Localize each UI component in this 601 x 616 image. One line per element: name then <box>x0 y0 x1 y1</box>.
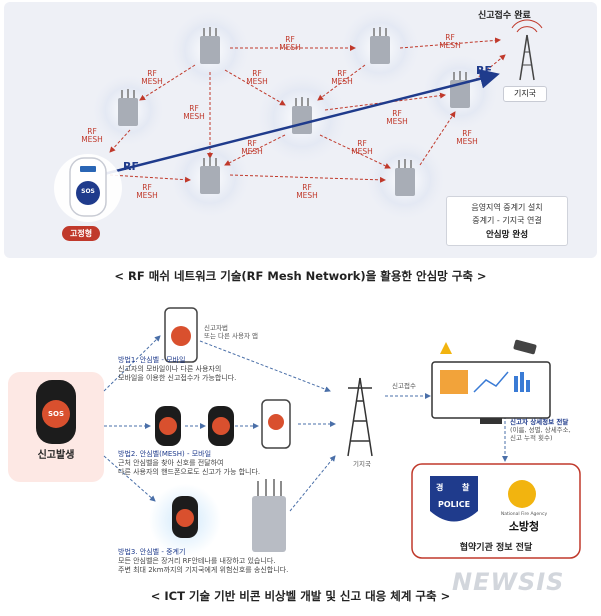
repeater-halos <box>90 6 500 222</box>
method-3-line-2: 주변 최대 2km까지의 기지국에게 위험신호를 송신합니다. <box>118 566 289 574</box>
mesh-label: RF MESH <box>351 139 373 156</box>
method-3-title: 방법3. 안심벨 - 중계기 <box>118 548 186 556</box>
base-station-tower-icon-2 <box>347 377 373 457</box>
method-1: 방법1. 안심벨 - 모바일 신고자의 모바일이나 다른 사용자의 모바일을 이… <box>118 356 308 383</box>
detail-line-2: 신고 누적 횟수) <box>510 434 553 442</box>
repeater-2 <box>118 89 138 126</box>
sos-label-top: SOS <box>81 188 95 195</box>
fire-label: 소방청 <box>508 520 540 533</box>
agency-info-label: 협약기관 정보 전달 <box>459 543 533 553</box>
cctv-icon <box>513 339 537 355</box>
method-1-line-1: 신고자의 모바일이나 다른 사용자의 <box>118 365 222 373</box>
detail-info: 신고자 상세정보 전달 (이름, 성별, 상세주소, 신고 누적 횟수) <box>510 418 598 442</box>
repeater-large <box>252 496 286 552</box>
repeater-6 <box>200 157 220 194</box>
mesh-label: RF MESH <box>141 69 163 86</box>
fire-emblem-icon <box>508 480 536 508</box>
police-char-2: 찰 <box>462 483 470 492</box>
method-3-line-1: 모든 안심벨은 장거리 RF안테나를 내장하고 있습니다. <box>118 557 276 565</box>
mesh-label: RF MESH <box>241 139 263 156</box>
report-occur-label: 신고발생 <box>37 450 75 461</box>
method-3: 방법3. 안심벨 - 중계기 모든 안심벨은 장거리 RF안테나를 내장하고 있… <box>118 548 358 575</box>
watermark: NEWSIS <box>452 568 565 596</box>
mesh-label: RF MESH <box>439 33 461 50</box>
mesh-label: RF MESH <box>81 127 103 144</box>
method-2: 방법2. 안심벨(MESH) - 모바일 근처 안심벨을 찾아 신호를 전달하여… <box>118 450 328 477</box>
base-station-tower-icon <box>511 19 543 81</box>
repeater-5 <box>450 71 470 108</box>
police-char-1: 경 <box>436 483 444 492</box>
detail-line-1: (이름, 성별, 상세주소, <box>510 426 571 434</box>
sos-device-fixed <box>54 154 122 222</box>
rf-arrow <box>99 68 500 177</box>
method-1-title: 방법1. 안심벨 - 모바일 <box>118 356 186 364</box>
caption-top: < RF 매쉬 네트워크 기술(RF Mesh Network)을 활용한 안심… <box>114 269 487 283</box>
mesh-label: RF MESH <box>331 69 353 86</box>
app-label: 신고자법 또는 다른 사용자 앱 <box>204 324 258 340</box>
repeater-1 <box>200 27 220 64</box>
method-2-title: 방법2. 안심벨(MESH) - 모바일 <box>118 450 212 458</box>
mesh-label: RF MESH <box>386 109 408 126</box>
repeater-4 <box>370 27 390 64</box>
app-label-2: 또는 다른 사용자 앱 <box>204 332 259 340</box>
info-line-2: 중계기 - 기지국 연결 <box>472 216 542 225</box>
base-station-label-2: 기지국 <box>353 460 371 468</box>
report-done-label: 신고접수 완료 <box>478 11 531 21</box>
app-label-1: 신고자법 <box>204 324 228 332</box>
fire-en-label: National Fire Agency <box>500 512 548 517</box>
rf-label-right: RF <box>476 64 492 77</box>
police-label: POLICE <box>437 500 471 509</box>
sos-label-large: SOS <box>47 410 65 418</box>
flow-arrows <box>103 335 508 512</box>
repeaters <box>118 27 470 196</box>
fixed-type-badge: 고정형 <box>62 226 101 241</box>
warning-icon <box>440 342 452 354</box>
base-station-label: 기지국 <box>503 86 547 102</box>
mesh-network-diagram <box>54 6 543 222</box>
response-system-diagram <box>8 307 581 559</box>
detail-title: 신고자 상세정보 전달 <box>510 418 569 426</box>
mesh-label: RF MESH <box>279 35 301 52</box>
mesh-label: RF MESH <box>183 104 205 121</box>
mesh-label: RF MESH <box>456 129 478 146</box>
mesh-label: RF MESH <box>296 183 318 200</box>
rf-label-left: RF <box>123 160 139 173</box>
mesh-label: RF MESH <box>136 183 158 200</box>
info-box: 음영지역 중계기 설치 중계기 - 기지국 연결 안심망 완성 <box>446 196 568 246</box>
caption-bottom: < ICT 기술 기반 비콘 비상벨 개발 및 신고 대응 체계 구축 > <box>150 589 451 603</box>
method-1-line-2: 모바일을 이용한 신고접수가 가능합니다. <box>118 374 237 382</box>
repeater-3 <box>292 97 312 134</box>
report-receive-label: 신고접수 <box>392 382 416 390</box>
info-line-1: 음영지역 중계기 설치 <box>471 203 543 212</box>
police-emblem-icon <box>430 476 478 522</box>
mesh-label: RF MESH <box>246 69 268 86</box>
method-2-line-1: 근처 안심벨을 찾아 신호를 전달하여 <box>118 459 224 467</box>
info-line-3: 안심망 완성 <box>485 230 529 240</box>
repeater-7 <box>395 159 415 196</box>
method-2-line-2: 다른 사용자의 핸드폰으로도 신고가 가능 합니다. <box>118 468 261 476</box>
